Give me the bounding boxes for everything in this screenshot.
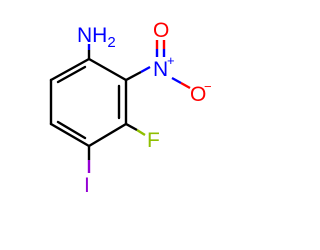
no-single-bond: [171, 76, 182, 85]
nitro-o-single-label: O: [190, 83, 206, 106]
ring-inner-bond: [56, 65, 87, 84]
nitro-o-single-charge: −: [204, 79, 212, 94]
atom-labels: NH2 N + O O − F I: [77, 19, 212, 197]
fluorine-bond: [125, 122, 138, 132]
nitro-o-double-label: O: [153, 19, 169, 42]
structure-diagram: NH2 N + O O − F I: [49, 19, 212, 197]
ring-bond: [49, 122, 91, 148]
nitro-n-label: N: [153, 58, 168, 81]
nitro-bond: [125, 70, 142, 82]
amine-subscript: 2: [107, 34, 115, 51]
ring-inner-bond: [56, 120, 87, 140]
fluorine-bond: [136, 128, 146, 137]
iodine-label: I: [84, 174, 90, 197]
amine-label: NH2: [77, 24, 116, 51]
fluorine-label: F: [147, 129, 160, 152]
no-single-bond: [180, 81, 191, 90]
substituent-bonds: [87, 40, 191, 173]
nitro-n-charge: +: [167, 53, 175, 68]
nitro-bond: [140, 65, 151, 74]
ring-bond: [49, 57, 91, 82]
amine-symbol: NH: [77, 24, 107, 47]
ring-bond: [87, 122, 128, 148]
ring-bond: [87, 57, 128, 82]
benzene-ring: [49, 57, 128, 148]
